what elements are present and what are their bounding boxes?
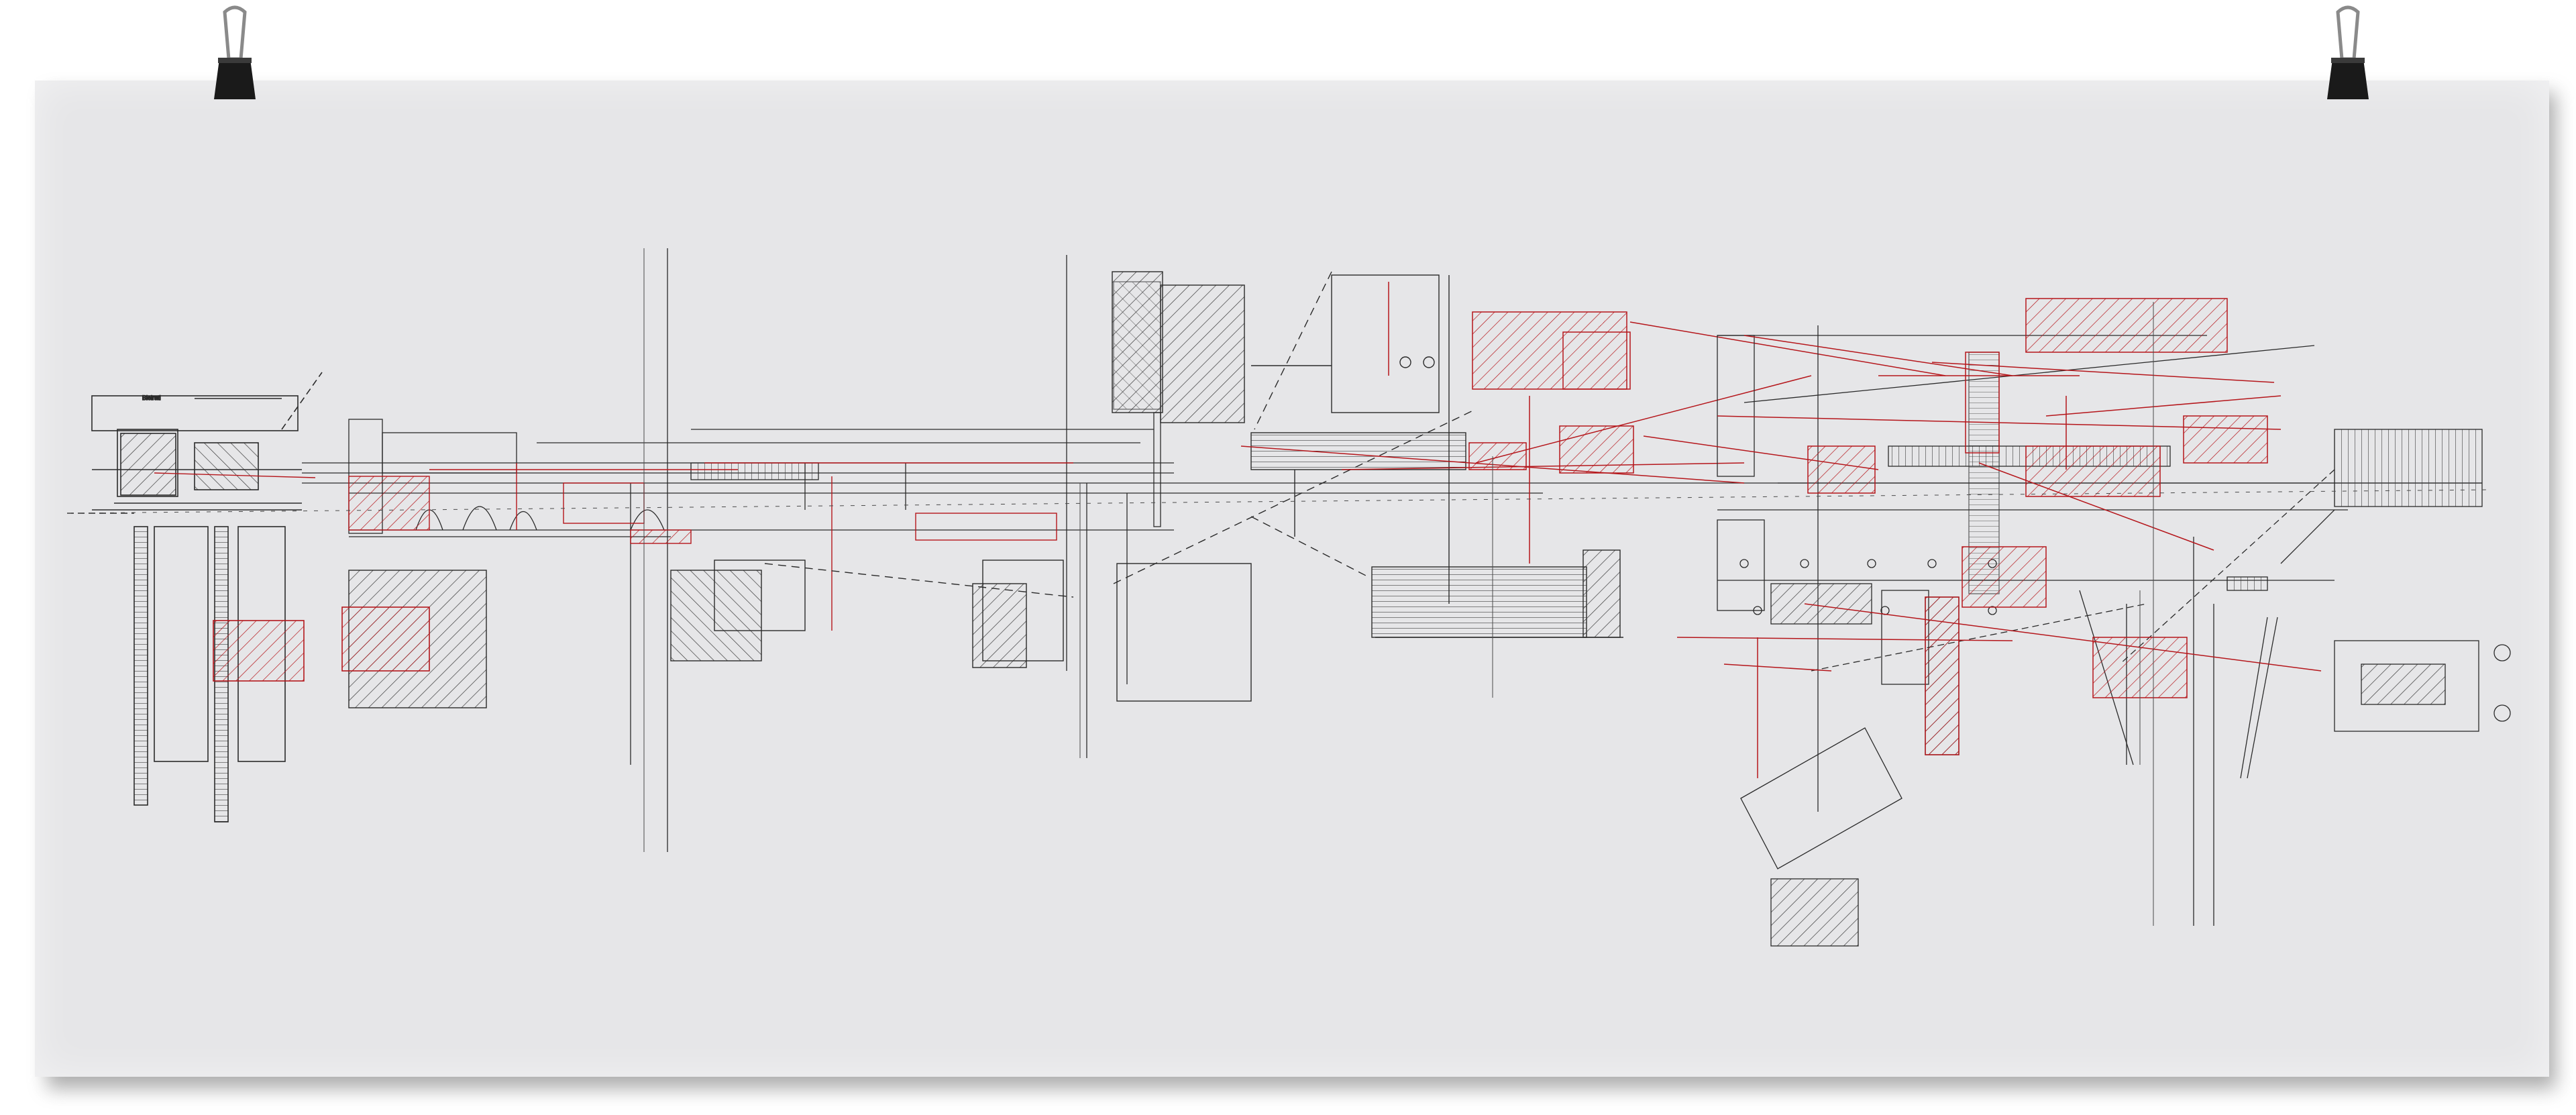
elevation-red	[348, 462, 1073, 631]
left-red-overlay	[154, 472, 316, 682]
binder-clip-icon	[214, 5, 256, 99]
elevation-band	[302, 248, 2482, 852]
binder-clip-icon	[2327, 5, 2369, 99]
hatched-boxes-left	[348, 560, 1064, 708]
header-label: Bleiratl	[142, 394, 161, 401]
red-box-left	[341, 606, 430, 672]
center-structure	[764, 271, 1623, 702]
construction-lines	[66, 248, 2489, 926]
left-structure: Bleiratl	[67, 372, 323, 822]
center-red	[1240, 282, 1946, 564]
